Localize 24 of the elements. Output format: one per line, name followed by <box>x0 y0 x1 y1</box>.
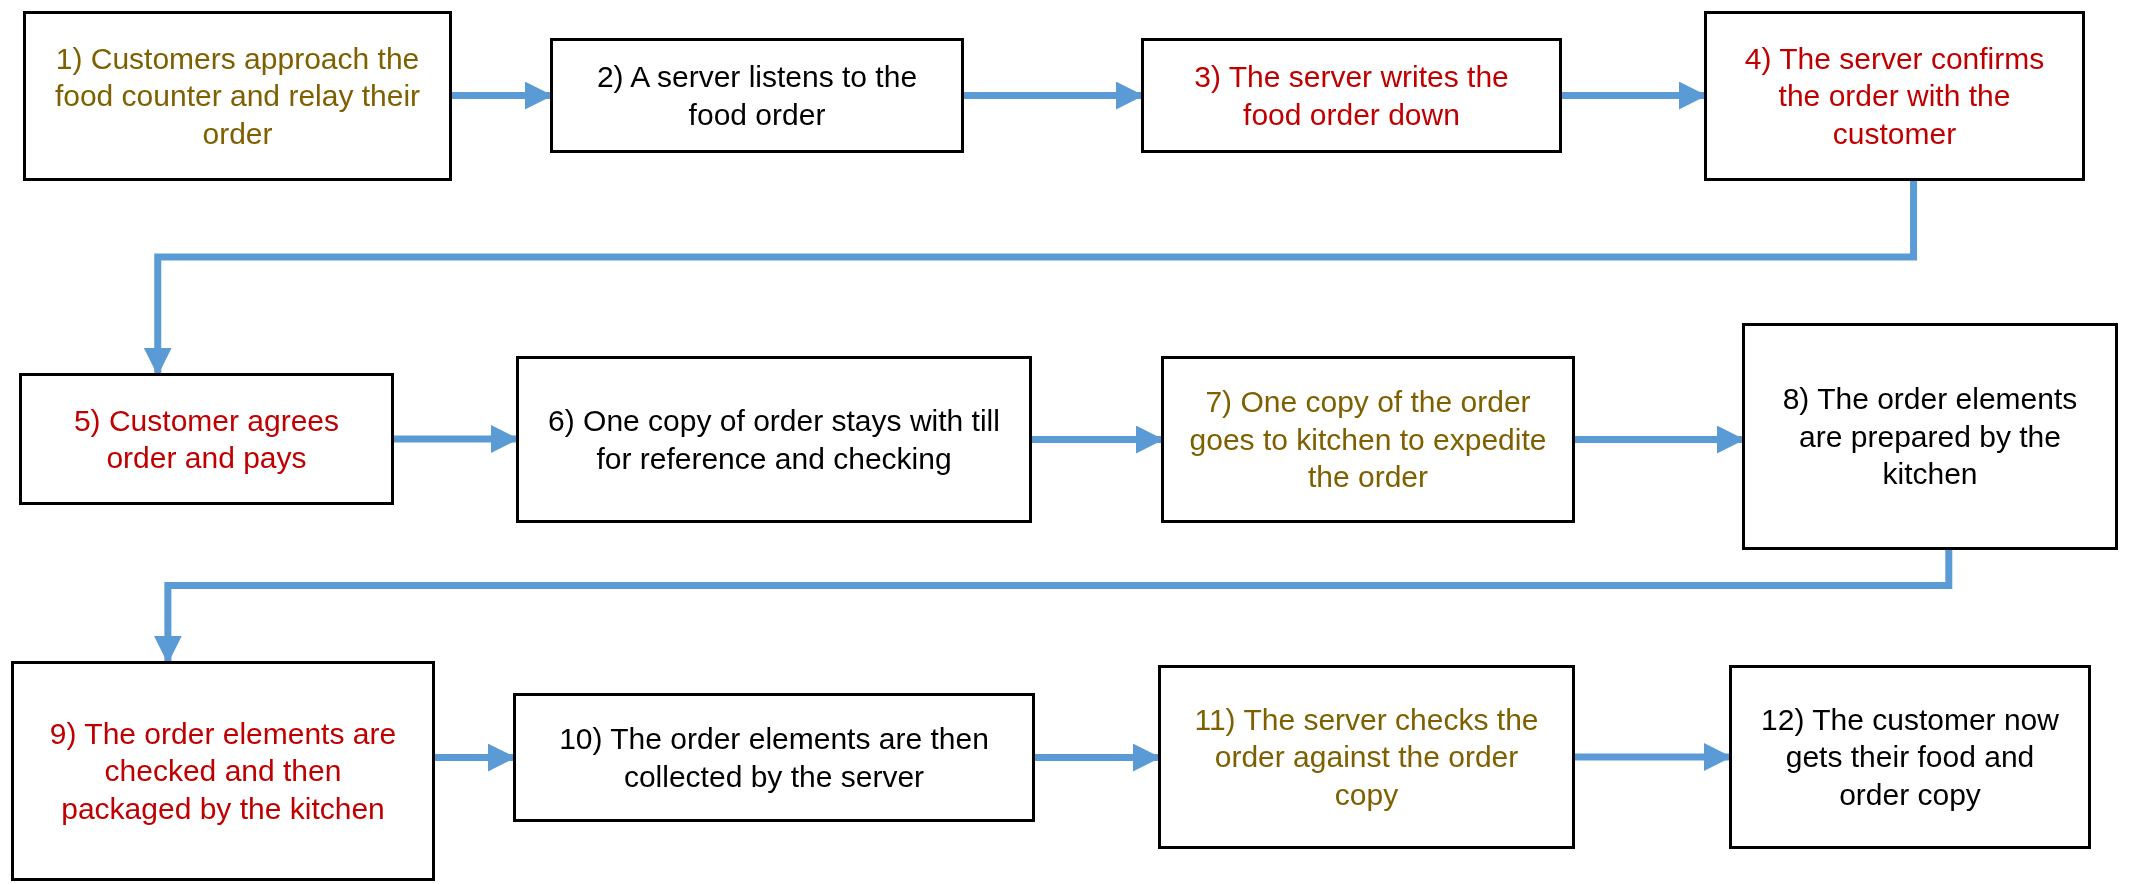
step-text: 1) Customers approach the food counter and relay their order <box>53 40 422 152</box>
step-text: 11) The server checks the order against the order copy <box>1193 701 1540 813</box>
process-box <box>550 38 964 153</box>
process-box <box>1729 665 2091 849</box>
step-text: 10) The order elements are then collected by the server <box>558 721 990 795</box>
process-box <box>1158 665 1575 849</box>
step-text: 4) The server confirms the order with the customer <box>1743 40 2046 152</box>
step-text: 8) The order elements are prepared by the kitchen <box>1781 381 2079 493</box>
process-box <box>516 356 1032 523</box>
process-box <box>513 693 1035 822</box>
process-box <box>23 11 452 181</box>
step-text: 12) The customer now gets their food and order copy <box>1760 701 2060 813</box>
step-text: 7) One copy of the order goes to kitchen to expedite the order <box>1188 384 1548 496</box>
step-text: 9) The order elements are checked and then packaged by the kitchen <box>48 715 398 827</box>
process-box <box>1704 11 2085 181</box>
process-box <box>19 373 394 505</box>
process-box <box>1141 38 1562 153</box>
process-box <box>1161 356 1575 523</box>
step-text: 5) Customer agrees order and pays <box>72 402 341 476</box>
process-box <box>1742 323 2118 550</box>
step-text: 3) The server writes the food order down <box>1193 59 1510 133</box>
process-box <box>11 661 435 881</box>
step-text: 6) One copy of order stays with till for reference and checking <box>547 403 1001 477</box>
step-text: 2) A server listens to the food order <box>595 59 919 133</box>
